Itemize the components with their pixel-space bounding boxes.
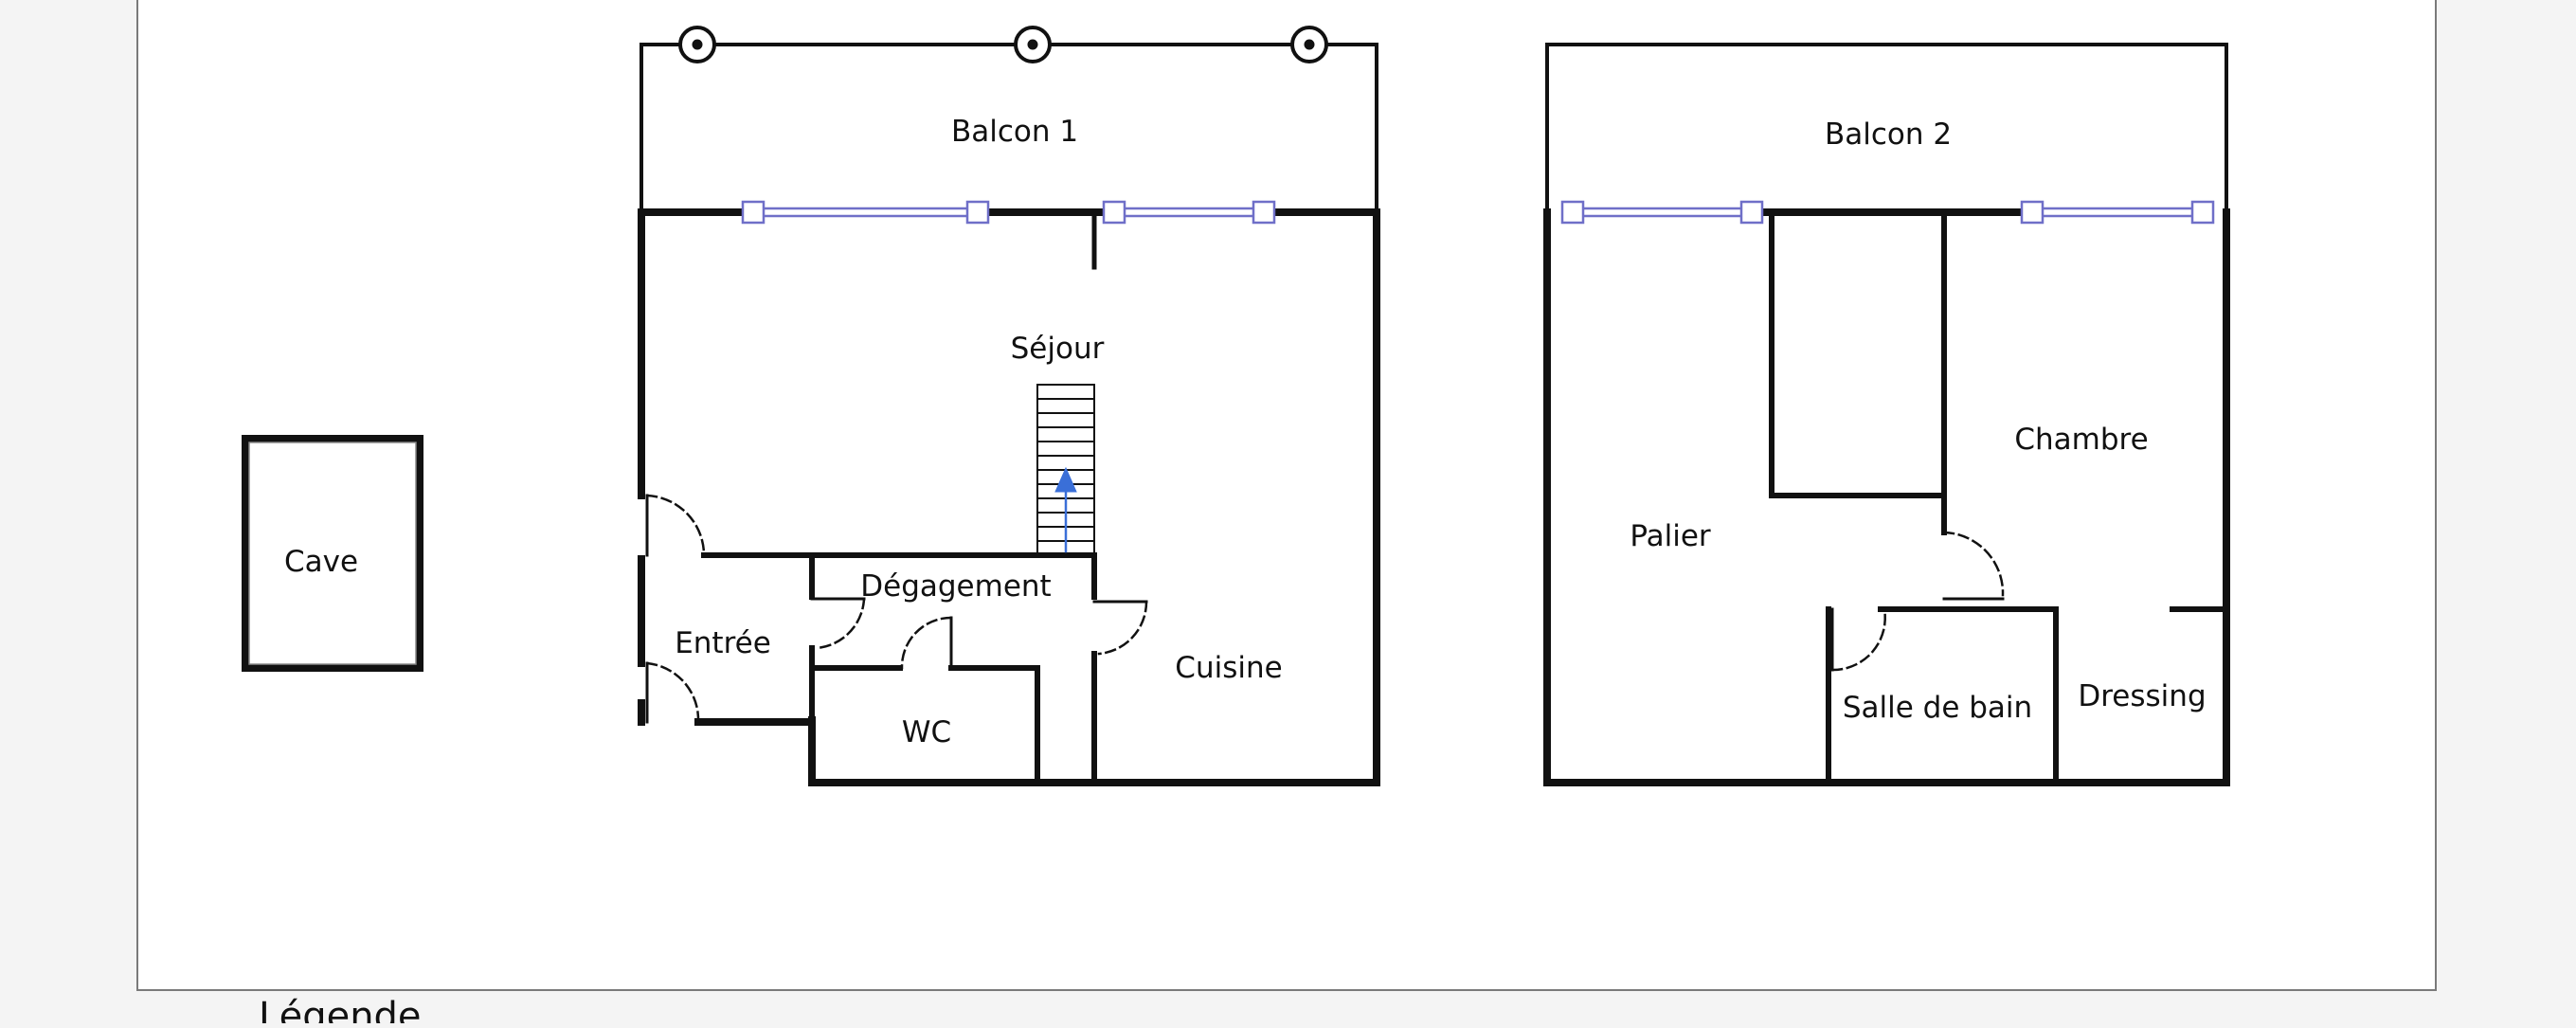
room-label-chambre: Chambre: [2014, 423, 2148, 457]
door-swing: [1830, 607, 1886, 672]
column-marker: [1014, 26, 1052, 63]
plan-sheet: [136, 0, 2437, 991]
door-swing: [645, 661, 700, 724]
window: [1560, 200, 1764, 225]
interior-walls-2: [1769, 213, 2229, 785]
balcon-1-railing: [639, 43, 1378, 212]
room-label-sejour: Séjour: [1011, 332, 1105, 366]
upper-floor-plan: [1543, 43, 2230, 786]
door-swing: [645, 494, 706, 557]
ground-floor-plan: [638, 26, 1380, 786]
legend-title: Légende: [259, 995, 422, 1023]
door-swing: [810, 597, 866, 650]
room-label-balcon-1: Balcon 1: [951, 115, 1078, 149]
window: [1102, 200, 1276, 225]
door-swing: [1092, 600, 1148, 656]
room-label-palier: Palier: [1630, 519, 1711, 553]
room-label-cuisine: Cuisine: [1175, 651, 1282, 685]
room-label-wc: WC: [902, 715, 951, 749]
room-label-salle-de-bain: Salle de bain: [1843, 691, 2032, 725]
exterior-walls-2: [1543, 208, 2230, 786]
column-marker: [678, 26, 716, 63]
stair-arrow-icon: [1054, 466, 1077, 553]
room-label-degagement: Dégagement: [860, 569, 1051, 604]
balcon-2-railing: [1545, 43, 2228, 212]
room-label-entree: Entrée: [675, 626, 771, 660]
door-swing: [900, 616, 953, 670]
door-swing: [1942, 531, 2005, 601]
window: [2020, 200, 2215, 225]
room-label-dressing: Dressing: [2078, 679, 2206, 713]
cave-room: [242, 435, 423, 672]
interior-walls-1: [701, 552, 1097, 785]
room-label-cave: Cave: [284, 545, 358, 579]
column-marker: [1290, 26, 1328, 63]
room-label-balcon-2: Balcon 2: [1825, 117, 1952, 152]
window: [741, 200, 990, 225]
